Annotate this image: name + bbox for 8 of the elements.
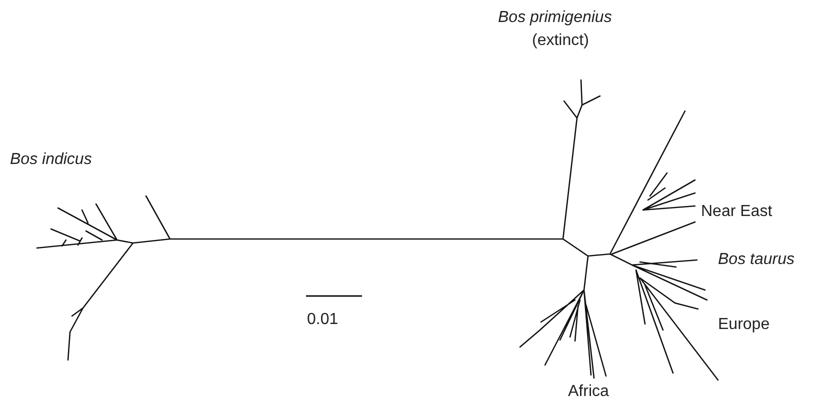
species-label: Bos taurus	[718, 251, 794, 269]
species-label: Bos indicus	[10, 151, 92, 169]
region-label: Europe	[718, 316, 770, 334]
scale-value: 0.01	[307, 311, 338, 329]
note-label: (extinct)	[532, 32, 589, 50]
region-label: Near East	[701, 203, 772, 221]
region-label: Africa	[568, 383, 609, 401]
species-label: Bos primigenius	[498, 9, 612, 27]
